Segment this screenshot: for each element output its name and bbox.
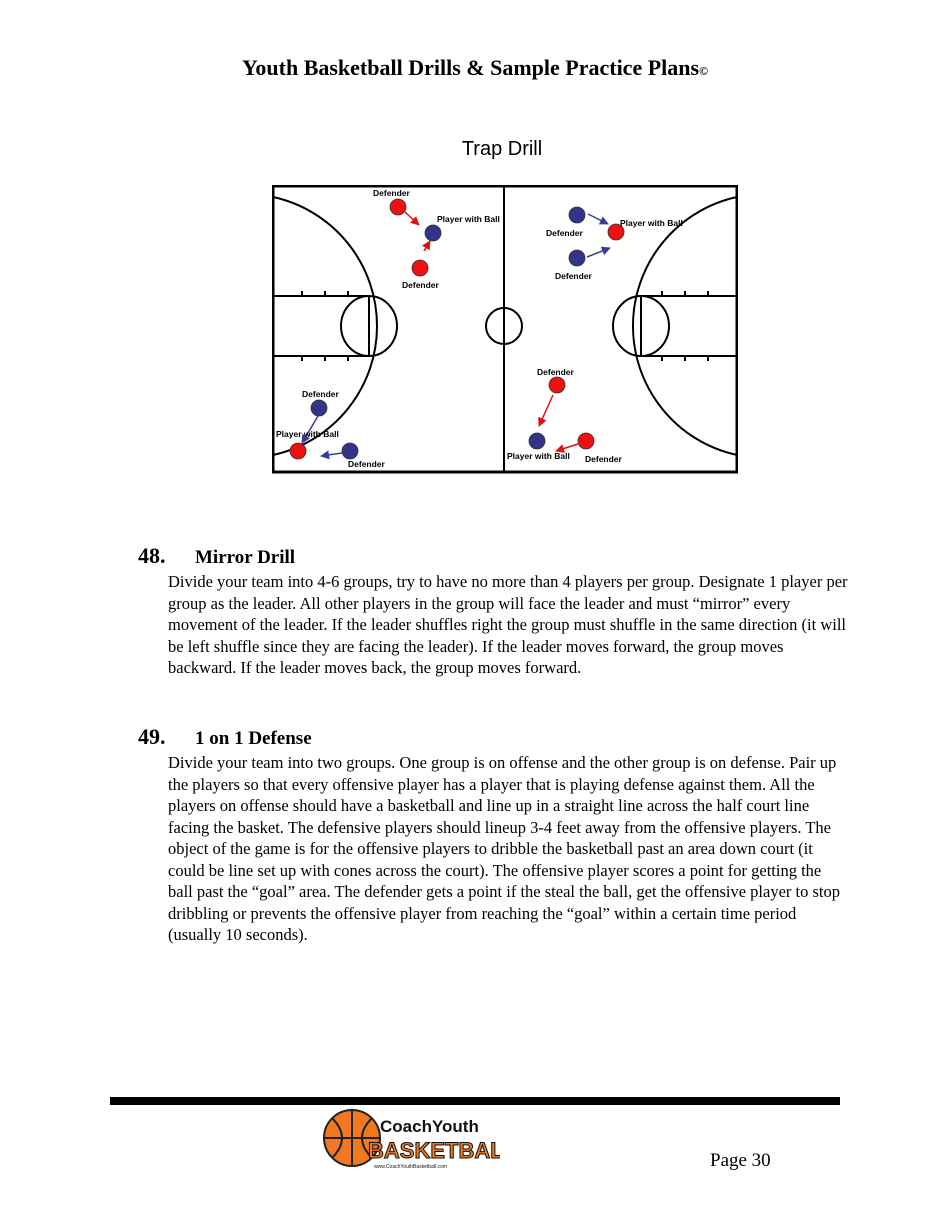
section-body: Divide your team into 4-6 groups, try to…	[168, 572, 848, 677]
section-number: 48.	[138, 543, 166, 568]
defender-marker	[548, 376, 566, 394]
section-heading: 48. Mirror Drill	[138, 543, 848, 571]
footer-rule	[110, 1097, 840, 1105]
player-with-ball-marker	[528, 432, 546, 450]
diagram-label: Defender	[402, 280, 440, 290]
coach-youth-basketball-logo: CoachYouth BASKETBALL www.CoachYouthBask…	[323, 1109, 500, 1170]
section-heading: 49. 1 on 1 Defense	[138, 724, 848, 752]
left-three-point-arc	[272, 196, 379, 456]
header-title: Youth Basketball Drills & Sample Practic…	[241, 55, 700, 80]
copyright-symbol: ©	[699, 64, 709, 78]
center-circle	[485, 307, 523, 345]
diagram-label: Defender	[348, 459, 386, 469]
defender-marker	[389, 198, 407, 216]
defender-marker	[310, 399, 328, 417]
player-with-ball-marker	[289, 442, 307, 460]
logo-line2: BASKETBALL	[368, 1138, 500, 1163]
diagram-label: Defender	[546, 228, 584, 238]
section-body: Divide your team into two groups. One gr…	[168, 753, 840, 944]
section-title: 1 on 1 Defense	[195, 728, 312, 749]
diagram-label: Defender	[537, 367, 575, 377]
section-title: Mirror Drill	[195, 547, 296, 568]
defender-marker	[411, 259, 429, 277]
page-number: Page 30	[710, 1150, 771, 1171]
diagram-label: Defender	[555, 271, 593, 281]
diagram-label: Defender	[585, 454, 623, 464]
defender-marker	[341, 442, 359, 460]
section-number: 49.	[138, 724, 166, 749]
left-lane	[272, 295, 370, 357]
diagram-label: Defender	[373, 188, 411, 198]
figure-title: Trap Drill	[461, 138, 543, 160]
diagram-label: Player with Ball	[620, 218, 683, 228]
defender-marker	[568, 249, 586, 267]
diagram-label: Player with Ball	[437, 214, 500, 224]
right-lane	[640, 295, 738, 357]
section-mirror-drill: 48. Mirror Drill Divide your team into 4-…	[138, 543, 848, 679]
right-free-throw-circle	[612, 295, 670, 357]
diagram-label: Player with Ball	[507, 451, 570, 461]
player-with-ball-marker	[607, 223, 625, 241]
diagram-label: Player with Ball	[276, 429, 339, 439]
logo-line1: CoachYouth	[380, 1117, 479, 1136]
defender-marker	[568, 206, 586, 224]
logo-url: www.CoachYouthBasketball.com	[374, 1164, 447, 1170]
page-header: Youth Basketball Drills & Sample Practic…	[0, 55, 950, 81]
basketball-court-diagram: Defender Player with Ball Defender Defen…	[272, 185, 738, 474]
defender-marker	[577, 432, 595, 450]
player-with-ball-marker	[424, 224, 442, 242]
section-1on1-defense: 49. 1 on 1 Defense Divide your team into …	[138, 724, 848, 946]
right-three-point-arc	[631, 196, 738, 456]
diagram-label: Defender	[302, 389, 340, 399]
